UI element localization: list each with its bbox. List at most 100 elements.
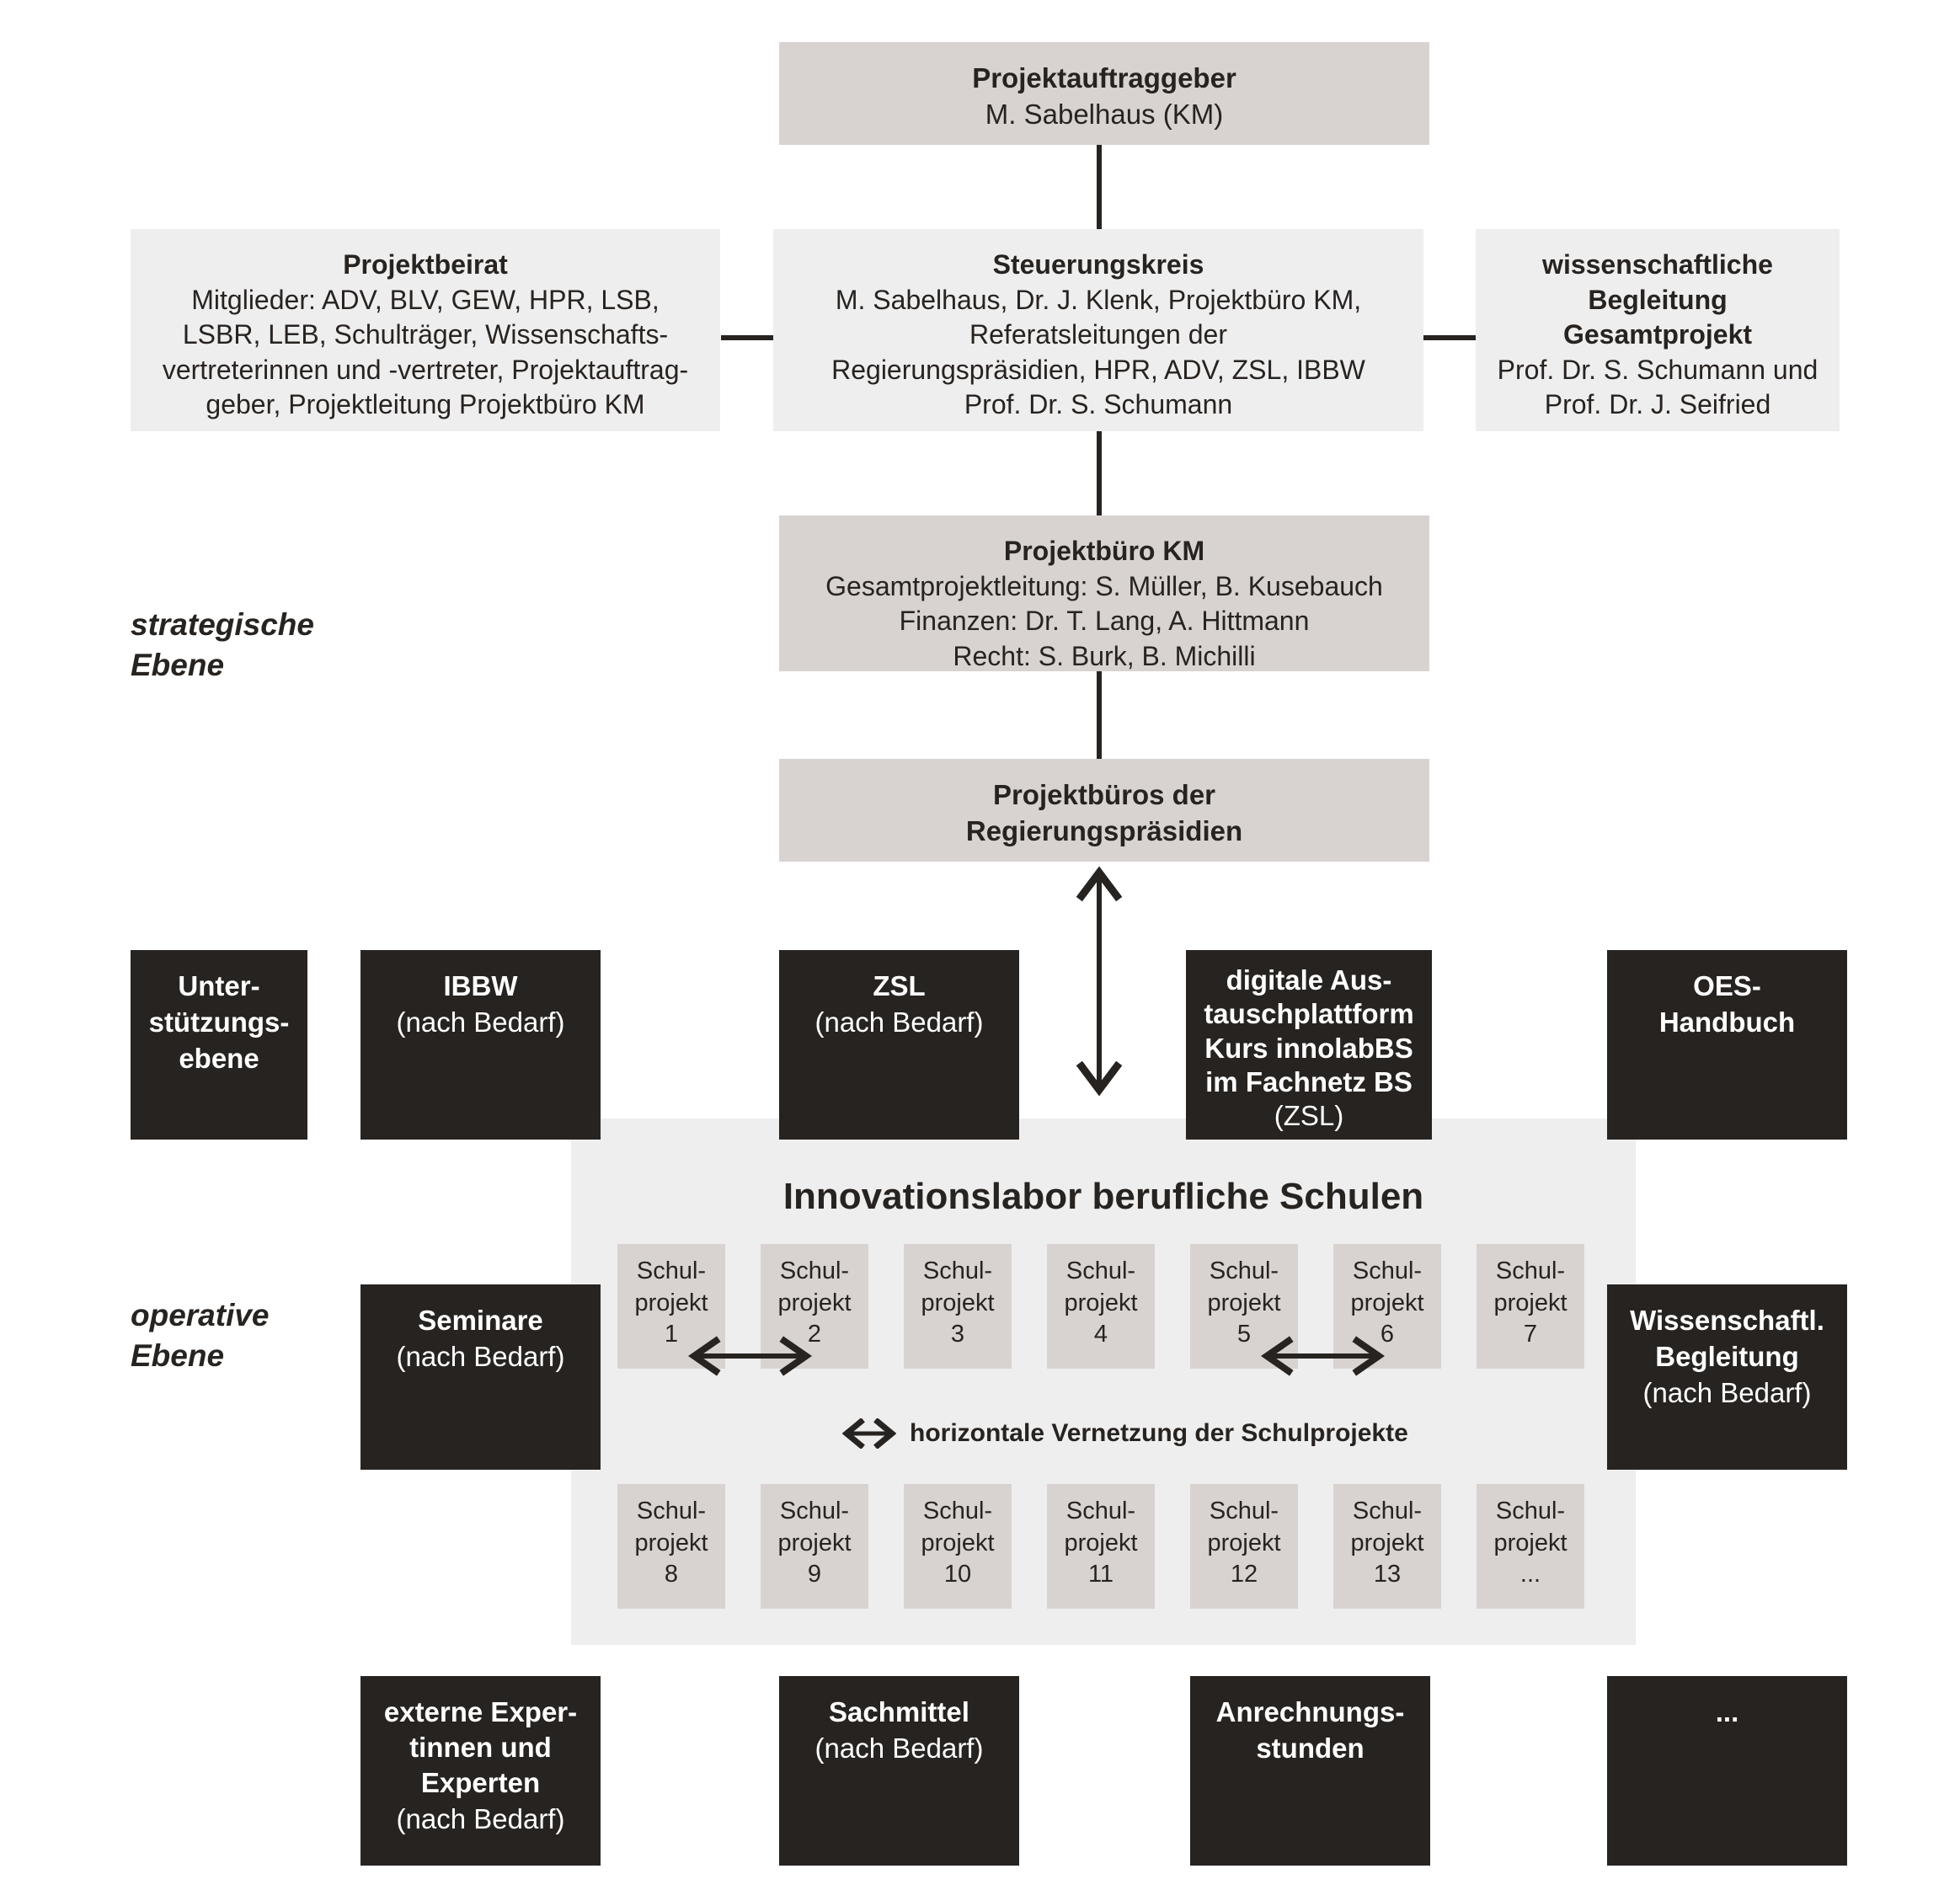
legend-label: horizontale Vernetzung der Schulprojekte xyxy=(910,1419,1408,1447)
wissbegleitung-title-line-2: Begleitung xyxy=(1588,284,1728,315)
wiss-begleitung-op-line-2: Begleitung xyxy=(1655,1340,1799,1372)
connector-beirat-steuerungskreis xyxy=(721,335,773,340)
schulprojekt-2-line-2: projekt xyxy=(777,1289,852,1316)
box-wissenschaftl-begleitung: Wissenschaftl. Begleitung (nach Bedarf) xyxy=(1607,1284,1847,1470)
box-schulprojekt-3: Schul- projekt 3 xyxy=(904,1244,1012,1369)
schulprojekt-11-line-2: projekt xyxy=(1064,1529,1138,1556)
box-oes-handbuch: OES- Handbuch xyxy=(1607,950,1847,1140)
box-externe-expertinnen-und-experten: externe Exper- tinnen und Experten (nach… xyxy=(360,1676,601,1866)
schulprojekt-10-line-3: 10 xyxy=(943,1561,972,1588)
schulprojekt-9-line-2: projekt xyxy=(777,1529,852,1556)
box-schulprojekt-8: Schul- projekt 8 xyxy=(617,1484,725,1609)
externe-experten-line-3: Experten xyxy=(420,1767,541,1799)
austauschplattform-sub: (ZSL) xyxy=(1274,1100,1344,1131)
schulprojekt-4-line-3: 4 xyxy=(1093,1321,1108,1348)
schulprojekt-11-line-3: 11 xyxy=(1087,1561,1114,1588)
anrechnungsstunden-line-1: Anrechnungs- xyxy=(1215,1696,1405,1727)
schulprojekt-5-line-2: projekt xyxy=(1207,1289,1281,1316)
seminare-title: Seminare xyxy=(418,1305,543,1336)
box-seminare: Seminare (nach Bedarf) xyxy=(360,1284,601,1470)
box-schulprojekt-7: Schul- projekt 7 xyxy=(1477,1244,1584,1369)
schulprojekt-7-line-2: projekt xyxy=(1493,1289,1567,1316)
schulprojekt-3-line-3: 3 xyxy=(950,1321,965,1348)
schulprojekt-1-line-3: 1 xyxy=(664,1321,679,1348)
arrow-horizontal-vernetzung-5-6 xyxy=(1260,1336,1386,1376)
zsl-title: ZSL xyxy=(873,970,926,1001)
wiss-begleitung-op-line-1: Wissenschaftl. xyxy=(1630,1305,1824,1336)
ibbw-sub: (nach Bedarf) xyxy=(396,1006,565,1038)
wiss-begleitung-op-sub: (nach Bedarf) xyxy=(1642,1376,1812,1408)
schulprojekt-8-line-3: 8 xyxy=(664,1561,679,1588)
schulprojekt-4-line-1: Schul- xyxy=(1065,1257,1136,1284)
box-projektbeirat: Projektbeirat Mitglieder: ADV, BLV, GEW,… xyxy=(131,229,720,431)
sachmittel-sub: (nach Bedarf) xyxy=(814,1732,984,1764)
schulprojekt-6-line-2: projekt xyxy=(1350,1289,1424,1316)
steuerungskreis-line-3: Regierungspräsidien, HPR, ADV, ZSL, IBBW xyxy=(831,354,1365,385)
box-schulprojekt-6: Schul- projekt 6 xyxy=(1333,1244,1441,1369)
box-schulprojekt-1: Schul- projekt 1 xyxy=(617,1244,725,1369)
austauschplattform-line-4: im Fachnetz BS xyxy=(1205,1065,1413,1097)
box-weitere: ... xyxy=(1607,1676,1847,1866)
austauschplattform-line-3: Kurs innolabBS xyxy=(1204,1032,1413,1064)
box-steuerungskreis: Steuerungskreis M. Sabelhaus, Dr. J. Kle… xyxy=(773,229,1423,431)
schulprojekt-2-line-1: Schul- xyxy=(779,1257,850,1284)
box-schulprojekt-9: Schul- projekt 9 xyxy=(761,1484,868,1609)
box-schulprojekt-4: Schul- projekt 4 xyxy=(1047,1244,1155,1369)
zsl-sub: (nach Bedarf) xyxy=(814,1006,984,1038)
steuerungskreis-line-2: Referatsleitungen der xyxy=(969,319,1227,350)
double-arrow-icon xyxy=(842,1418,896,1449)
projektbeirat-line-2: LSBR, LEB, Schulträger, Wissenschafts- xyxy=(182,319,669,350)
schulprojekt-8-line-2: projekt xyxy=(634,1529,708,1556)
schulprojekt-13-line-2: projekt xyxy=(1350,1529,1424,1556)
schulprojekt-4-line-2: projekt xyxy=(1064,1289,1138,1316)
projektbeirat-title: Projektbeirat xyxy=(343,249,508,280)
box-anrechnungsstunden: Anrechnungs- stunden xyxy=(1190,1676,1430,1866)
box-wissenschaftliche-begleitung-gesamtprojekt: wissenschaftliche Begleitung Gesamtproje… xyxy=(1476,229,1840,431)
box-schulprojekt-11: Schul- projekt 11 xyxy=(1047,1484,1155,1609)
wissbegleitung-title-line-1: wissenschaftliche xyxy=(1542,249,1773,280)
projektbueros-rp-title-line-1: Projektbüros der xyxy=(992,779,1216,810)
projektbuero-km-line-2: Finanzen: Dr. T. Lang, A. Hittmann xyxy=(899,606,1310,637)
schulprojekt-3-line-1: Schul- xyxy=(922,1257,993,1284)
box-schulprojekt-2: Schul- projekt 2 xyxy=(761,1244,868,1369)
schulprojekt-weitere-line-3: ... xyxy=(1519,1561,1541,1588)
schulprojekt-weitere-line-2: projekt xyxy=(1493,1529,1567,1556)
oes-handbuch-line-2: Handbuch xyxy=(1658,1006,1796,1038)
schulprojekt-9-line-3: 9 xyxy=(807,1561,822,1588)
oes-handbuch-line-1: OES- xyxy=(1693,970,1761,1001)
schulprojekt-8-line-1: Schul- xyxy=(636,1498,707,1524)
schulprojekt-13-line-3: 13 xyxy=(1373,1561,1402,1588)
schulprojekt-1-line-2: projekt xyxy=(634,1289,708,1316)
schulprojekt-12-line-1: Schul- xyxy=(1209,1498,1279,1524)
schulprojekt-9-line-1: Schul- xyxy=(779,1498,850,1524)
projektbeirat-line-1: Mitglieder: ADV, BLV, GEW, HPR, LSB, xyxy=(191,284,660,315)
externe-experten-line-1: externe Exper- xyxy=(383,1696,578,1727)
projektauftraggeber-line-1: M. Sabelhaus (KM) xyxy=(985,98,1224,130)
seminare-sub: (nach Bedarf) xyxy=(396,1340,565,1372)
unterstuetzungsebene-line-1: Unter- xyxy=(178,970,260,1001)
steuerungskreis-line-4: Prof. Dr. S. Schumann xyxy=(964,389,1233,420)
schulprojekt-11-line-1: Schul- xyxy=(1065,1498,1136,1524)
weitere-title: ... xyxy=(1715,1696,1739,1727)
wissbegleitung-line-1: Prof. Dr. S. Schumann und xyxy=(1497,354,1818,385)
schulprojekt-2-line-3: 2 xyxy=(807,1321,822,1348)
schulprojekt-6-line-1: Schul- xyxy=(1352,1257,1423,1284)
box-sachmittel: Sachmittel (nach Bedarf) xyxy=(779,1676,1019,1866)
box-digitale-austauschplattform: digitale Aus- tauschplattform Kurs innol… xyxy=(1186,950,1432,1140)
level-label-operative-line2: Ebene xyxy=(131,1338,225,1374)
ibbw-title: IBBW xyxy=(443,970,518,1001)
level-label-strategic: strategische Ebene xyxy=(131,605,400,686)
schulprojekt-7-line-1: Schul- xyxy=(1495,1257,1566,1284)
projektauftraggeber-title: Projektauftraggeber xyxy=(972,62,1236,93)
schulprojekt-7-line-3: 7 xyxy=(1523,1321,1538,1348)
schulprojekt-5-line-1: Schul- xyxy=(1209,1257,1279,1284)
level-label-operative-line1: operative xyxy=(131,1298,270,1332)
projektbuero-km-line-1: Gesamtprojektleitung: S. Müller, B. Kuse… xyxy=(825,570,1383,601)
schulprojekt-13-line-1: Schul- xyxy=(1352,1498,1423,1524)
austauschplattform-line-1: digitale Aus- xyxy=(1226,964,1392,996)
level-label-operative: operative Ebene xyxy=(131,1295,400,1376)
schulprojekt-weitere-line-1: Schul- xyxy=(1495,1498,1566,1524)
level-label-strategic-line1: strategische xyxy=(131,607,314,642)
externe-experten-line-2: tinnen und xyxy=(409,1732,552,1764)
